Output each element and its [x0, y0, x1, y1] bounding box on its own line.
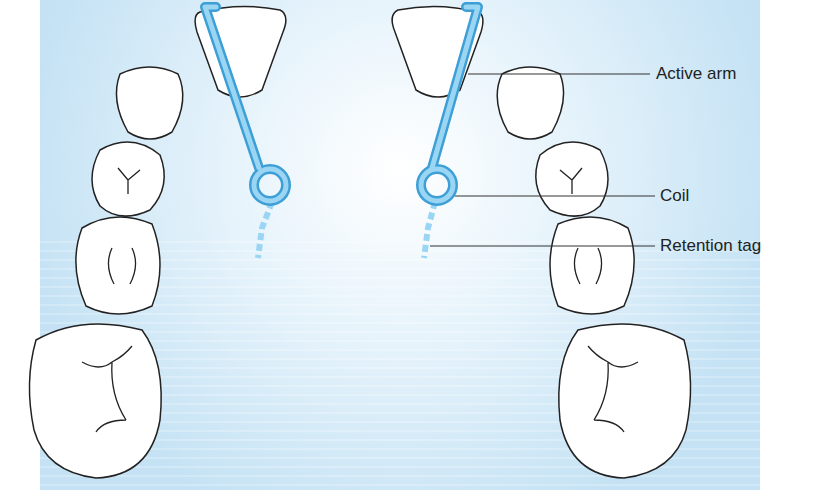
part-label: Active arm: [656, 64, 736, 84]
part-label: Retention tag: [660, 236, 761, 256]
leader-lines: [430, 74, 655, 246]
upper-arch-teeth: [29, 6, 690, 478]
spring-wire: [205, 7, 478, 201]
part-label: Coil: [660, 186, 689, 206]
spring-outline: [205, 7, 478, 201]
retention-tags: [258, 202, 435, 258]
